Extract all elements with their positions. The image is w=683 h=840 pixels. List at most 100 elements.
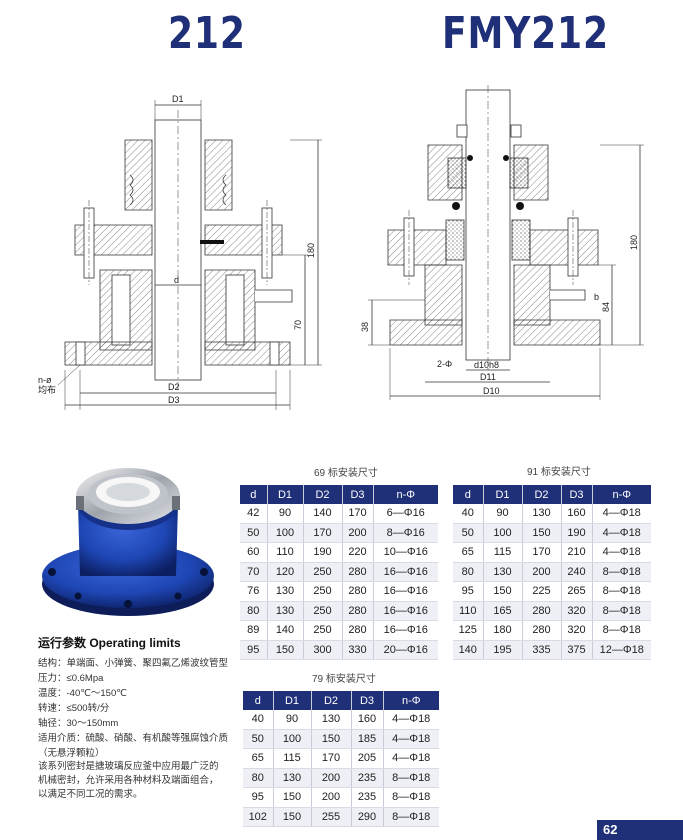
table-cell: 130 bbox=[272, 768, 311, 788]
table-cell: 115 bbox=[482, 542, 522, 563]
table-header-cell: D2 bbox=[302, 485, 342, 504]
table-cell: 220 bbox=[341, 542, 373, 563]
table-cell: 185 bbox=[350, 729, 383, 749]
table-header-cell: D1 bbox=[482, 485, 522, 504]
dim-label-d11: D11 bbox=[480, 372, 496, 382]
table-cell: 130 bbox=[266, 581, 303, 602]
limit-speed: 转速：≤500转/分 bbox=[38, 703, 110, 714]
dim-label-d10: D10 bbox=[483, 386, 500, 396]
model-title-212: 212 bbox=[168, 8, 246, 59]
table-cell: 200 bbox=[310, 787, 351, 808]
table-cell: 140 bbox=[453, 640, 483, 660]
holes-label-left: n-ø bbox=[38, 375, 52, 385]
table-cell: 120 bbox=[266, 562, 303, 582]
table-cell: 16—Φ16 bbox=[372, 581, 438, 602]
table-cell: 8—Φ18 bbox=[591, 581, 651, 602]
table-cell: 4—Φ18 bbox=[591, 523, 651, 543]
table-cell: 140 bbox=[302, 504, 342, 524]
table-cell: 100 bbox=[482, 523, 522, 543]
dim-label-180-left: 180 bbox=[306, 243, 316, 258]
table-cell: 80 bbox=[243, 768, 273, 788]
table-cell: 60 bbox=[240, 542, 267, 563]
table-cell: 8—Φ18 bbox=[591, 562, 651, 582]
table-cell: 330 bbox=[341, 640, 373, 660]
table-cell: 195 bbox=[482, 640, 522, 660]
table-cell: 10—Φ16 bbox=[372, 542, 438, 563]
table-cell: 205 bbox=[350, 748, 383, 769]
table-cell: 150 bbox=[482, 581, 522, 602]
table-cell: 250 bbox=[302, 581, 342, 602]
table-cell: 12—Φ18 bbox=[591, 640, 651, 660]
table-cell: 280 bbox=[521, 601, 561, 621]
table-91-caption: 91 标安装尺寸 bbox=[527, 467, 591, 478]
table-cell: 4—Φ18 bbox=[382, 748, 439, 769]
table-cell: 110 bbox=[453, 601, 483, 621]
dim-label-d2: D2 bbox=[168, 382, 180, 392]
table-cell: 80 bbox=[240, 601, 267, 621]
description-line: 该系列密封是搪玻璃反应釜中应用最广泛的 bbox=[38, 761, 219, 772]
holes-label-right: 2-Φ bbox=[437, 359, 452, 369]
table-cell: 8—Φ18 bbox=[382, 768, 439, 788]
table-cell: 300 bbox=[302, 640, 342, 660]
dim-label-b: b bbox=[594, 292, 599, 302]
table-header-cell: d bbox=[243, 691, 273, 710]
table-cell: 50 bbox=[453, 523, 483, 543]
description-line: 机械密封，允许采用各种材料及端面组合， bbox=[38, 775, 219, 786]
table-cell: 130 bbox=[266, 601, 303, 621]
dim-label-d1: D1 bbox=[172, 94, 184, 104]
table-cell: 40 bbox=[243, 710, 273, 730]
table-cell: 130 bbox=[482, 562, 522, 582]
table-cell: 190 bbox=[302, 542, 342, 563]
table-cell: 76 bbox=[240, 581, 267, 602]
table-cell: 265 bbox=[560, 581, 592, 602]
table-cell: 80 bbox=[453, 562, 483, 582]
drawing-212: D1 d D2 D3 180 70 n-ø 均布 bbox=[38, 94, 322, 410]
page-number: 62 bbox=[597, 820, 683, 840]
product-photo bbox=[42, 468, 214, 616]
table-cell: 200 bbox=[310, 768, 351, 788]
table-cell: 110 bbox=[266, 542, 303, 563]
table-cell: 165 bbox=[482, 601, 522, 621]
table-cell: 170 bbox=[341, 504, 373, 524]
table-cell: 90 bbox=[482, 504, 522, 524]
table-cell: 150 bbox=[272, 807, 311, 827]
dim-label-d3: D3 bbox=[168, 395, 180, 405]
table-cell: 150 bbox=[521, 523, 561, 543]
limit-media-note: （无悬浮颗粒） bbox=[38, 748, 105, 759]
table-cell: 4—Φ18 bbox=[382, 729, 439, 749]
table-69-caption: 69 标安装尺寸 bbox=[314, 468, 378, 479]
table-cell: 16—Φ16 bbox=[372, 620, 438, 641]
table-header-cell: D3 bbox=[341, 485, 373, 504]
table-cell: 140 bbox=[266, 620, 303, 641]
table-cell: 255 bbox=[310, 807, 351, 827]
table-cell: 6—Φ16 bbox=[372, 504, 438, 524]
table-cell: 4—Φ18 bbox=[382, 710, 439, 730]
dim-label-84: 84 bbox=[601, 302, 611, 312]
limit-structure: 结构：单端面、小弹簧、聚四氟乙烯波纹管型 bbox=[38, 658, 229, 669]
table-cell: 280 bbox=[341, 620, 373, 641]
table-cell: 8—Φ18 bbox=[382, 787, 439, 808]
table-cell: 16—Φ16 bbox=[372, 562, 438, 582]
table-cell: 40 bbox=[453, 504, 483, 524]
table-cell: 8—Φ18 bbox=[591, 601, 651, 621]
table-header-cell: n-Φ bbox=[591, 485, 651, 504]
table-cell: 180 bbox=[482, 620, 522, 641]
limit-shaft-diameter: 轴径：30～150mm bbox=[38, 718, 119, 729]
table-cell: 250 bbox=[302, 562, 342, 582]
dim-label-180-right: 180 bbox=[629, 235, 639, 250]
table-cell: 50 bbox=[240, 523, 267, 543]
table-header-cell: d bbox=[240, 485, 267, 504]
table-cell: 150 bbox=[310, 729, 351, 749]
operating-limits-heading: 运行参数 Operating limits bbox=[38, 636, 181, 650]
